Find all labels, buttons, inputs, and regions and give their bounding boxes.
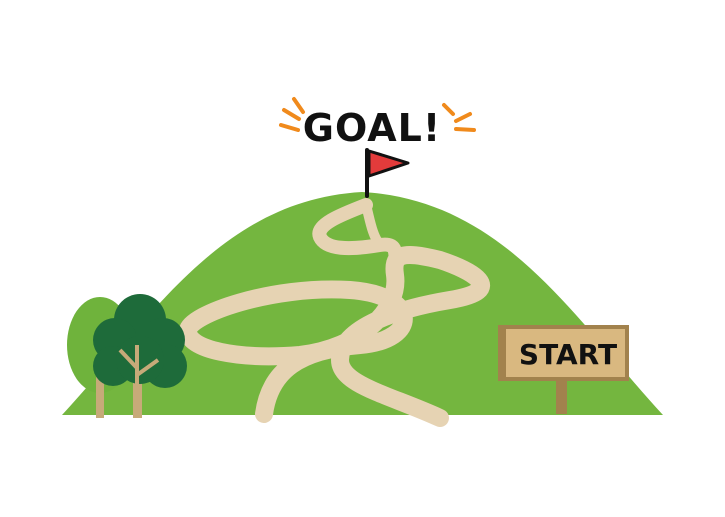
goal-flag (365, 148, 410, 198)
goal-label: GOAL! (303, 106, 441, 150)
winding-path (179, 198, 490, 427)
goal-burst-left (279, 97, 305, 132)
start-sign: START (498, 325, 629, 414)
start-label: START (519, 338, 617, 371)
goal-burst-right (442, 103, 476, 132)
dark-tree (93, 294, 187, 418)
